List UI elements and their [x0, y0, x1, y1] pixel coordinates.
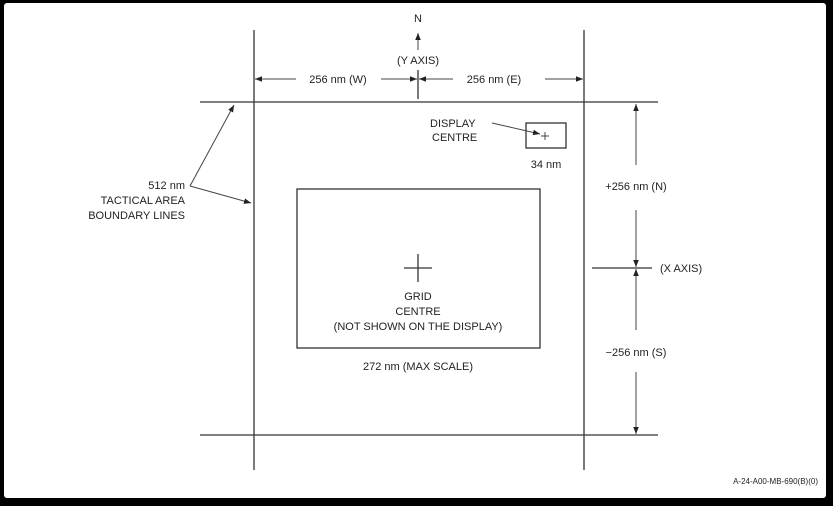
- south-dim-label: −256 nm (S): [606, 347, 667, 359]
- x-axis-label: (X AXIS): [660, 263, 702, 275]
- boundary-pointer-north: [189, 104, 235, 187]
- east-dim-label: 256 nm (E): [467, 74, 521, 86]
- y-axis-label: (Y AXIS): [397, 55, 439, 67]
- grid-centre-label-2: CENTRE: [395, 306, 440, 318]
- display-centre-label-2: CENTRE: [432, 132, 477, 144]
- west-dim-label: 256 nm (W): [309, 74, 366, 86]
- grid-centre-label-1: GRID: [404, 291, 432, 303]
- display-area-box: [525, 122, 567, 149]
- max-scale-label: 272 nm (MAX SCALE): [363, 361, 473, 373]
- north-label: N: [414, 13, 422, 25]
- boundary-pointer-west: [189, 185, 252, 204]
- boundary-label-1: 512 nm: [148, 180, 185, 192]
- north-dim-label: +256 nm (N): [605, 181, 666, 193]
- diagram-paper: [4, 3, 826, 498]
- max-scale-box: [296, 188, 541, 349]
- display-centre-label-1: DISPLAY: [430, 118, 476, 130]
- display-centre-pointer: [491, 122, 541, 136]
- boundary-label-2: TACTICAL AREA: [101, 195, 186, 207]
- display-box-label: 34 nm: [531, 159, 562, 171]
- boundary-label-3: BOUNDARY LINES: [88, 210, 185, 222]
- grid-centre-label-3: (NOT SHOWN ON THE DISPLAY): [334, 321, 503, 333]
- figure-code: A-24-A00-MB-690(B)(0): [733, 477, 818, 486]
